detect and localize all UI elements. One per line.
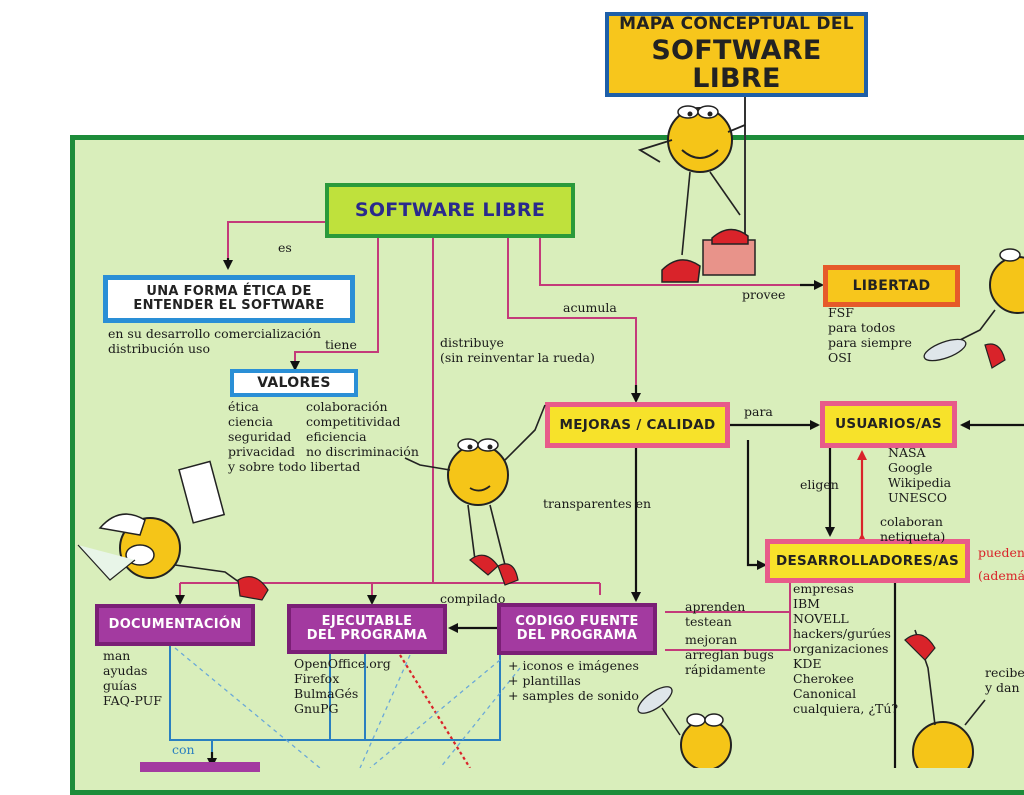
concept-map: MAPA CONCEPTUAL DEL SOFTWARE LIBRE SOFTW…: [70, 12, 1024, 795]
node-codigo-fuente: CODIGO FUENTE DEL PROGRAMA: [497, 603, 657, 655]
label-compilado: compilado: [440, 591, 506, 606]
node-forma-etica: UNA FORMA ÉTICA DE ENTENDER EL SOFTWARE: [103, 275, 355, 323]
label-acumula: acumula: [563, 300, 617, 315]
node-desarrolladores-label: DESARROLLADORES/AS: [775, 552, 960, 569]
node-libertad: LIBERTAD: [823, 265, 960, 307]
node-software-libre: SOFTWARE LIBRE: [325, 183, 575, 238]
detail-valores-col2: colaboración competitividad eficiencia n…: [306, 399, 419, 459]
arrow-to-dev: [746, 440, 767, 570]
label-provee: provee: [742, 287, 786, 302]
edge-con-bus: [169, 645, 501, 741]
node-forma-etica-line2: ENTENDER EL SOFTWARE: [133, 298, 325, 313]
title-sign: MAPA CONCEPTUAL DEL SOFTWARE LIBRE: [605, 12, 868, 97]
label-para: para: [744, 404, 773, 419]
label-ademas: (además: [978, 568, 1024, 583]
node-documentacion-label: DOCUMENTACIÓN: [108, 617, 242, 633]
detail-codigo-fuente: + iconos e imágenes + plantillas + sampl…: [508, 658, 639, 703]
edge-provee: [539, 238, 815, 286]
node-mejoras: MEJORAS / CALIDAD: [545, 402, 730, 448]
label-colaboran: colaboran netiqueta): [880, 514, 946, 544]
node-codigo-fuente-line1: CODIGO FUENTE: [515, 614, 639, 630]
node-codigo-fuente-line2: DEL PROGRAMA: [516, 628, 638, 643]
detail-usuarios: NASA Google Wikipedia UNESCO: [888, 445, 952, 505]
node-valores-label: VALORES: [257, 374, 331, 391]
label-tiene: tiene: [325, 337, 357, 352]
detail-documentacion: man ayudas guías FAQ-PUF: [103, 648, 162, 708]
mascot-juggling-icon: [637, 686, 732, 768]
mascot-waving-icon: [404, 404, 546, 586]
edge-tiene: [294, 238, 379, 368]
node-mejoras-label: MEJORAS / CALIDAD: [559, 416, 716, 433]
node-ejecutable-line2: DEL PROGRAMA: [306, 628, 428, 643]
label-aprenden: aprenden testean: [685, 599, 746, 629]
node-usuarios-label: USUARIOS/AS: [835, 416, 942, 433]
mascot-holding-sign-icon: [637, 97, 756, 283]
label-mejoran: mejoran arreglan bugs rápidamente: [685, 632, 774, 677]
node-forma-etica-line1: UNA FORMA ÉTICA DE: [146, 284, 312, 300]
title-line1: MAPA CONCEPTUAL DEL: [619, 13, 854, 34]
node-desarrolladores: DESARROLLADORES/AS: [765, 539, 970, 583]
title-line2: SOFTWARE LIBRE: [651, 34, 822, 94]
edge-red-dotted: [399, 654, 471, 768]
node-usuarios: USUARIOS/AS: [820, 401, 957, 448]
mascot-right-edge-icon: [923, 248, 1024, 369]
mascot-bottom-icon: [904, 629, 986, 768]
label-pueden: pueden: [978, 545, 1024, 560]
node-partial-bottom: [140, 762, 260, 772]
connectors-layer: [169, 221, 1024, 768]
edge-es: [227, 221, 330, 258]
edge-acumula: [507, 238, 637, 395]
detail-forma-etica: en su desarrollo comercialización distri…: [108, 326, 321, 356]
node-documentacion: DOCUMENTACIÓN: [95, 604, 255, 646]
mascot-reading-icon: [77, 460, 269, 601]
node-ejecutable: EJECUTABLE DEL PROGRAMA: [287, 604, 447, 654]
node-valores: VALORES: [230, 369, 358, 397]
edge-dev-to-codigo-2: [665, 612, 791, 651]
node-ejecutable-line1: EJECUTABLE: [321, 614, 413, 630]
label-reciben: reciben y dan: [985, 665, 1024, 695]
label-transparentes: transparentes en: [543, 496, 652, 511]
label-distribuye: distribuye (sin reinventar la rueda): [440, 335, 595, 365]
label-eligen: eligen: [800, 477, 839, 492]
detail-valores-col1: ética ciencia seguridad privacidad y sob…: [228, 399, 361, 474]
node-libertad-label: LIBERTAD: [852, 277, 931, 294]
edge-dashed-4: [439, 667, 521, 768]
detail-libertad: FSF para todos para siempre OSI: [828, 305, 912, 365]
label-es: es: [278, 240, 292, 255]
detail-desarrolladores: empresas IBM NOVELL hackers/gurúes organ…: [793, 581, 899, 716]
detail-ejecutable: OpenOffice.org Firefox BulmaGés GnuPG: [294, 656, 391, 716]
node-software-libre-label: SOFTWARE LIBRE: [354, 198, 546, 221]
label-con: con: [172, 742, 195, 757]
